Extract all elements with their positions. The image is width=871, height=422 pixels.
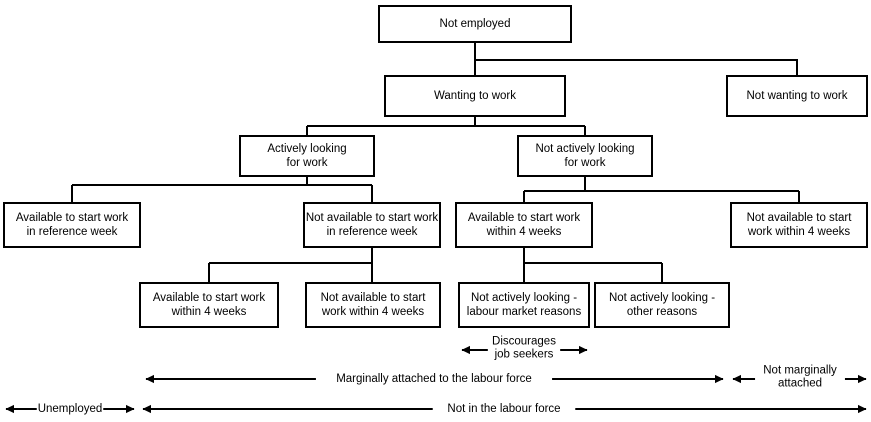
node-label-available-within-4-weeks-right: Available to start work: [468, 212, 581, 224]
node-available-within-4-weeks-left[interactable]: Available to start work within 4 weeks: [139, 282, 279, 328]
node-label-not-available-reference-week: Not available to start work: [306, 212, 439, 224]
node-box-available-within-4-weeks-right: [455, 202, 593, 248]
node-label-not-available-within-4-weeks-right: Not available to start: [747, 212, 853, 224]
node-label-not-actively-looking-other: Not actively looking -: [609, 292, 715, 304]
node-not-available-within-4-weeks-right[interactable]: Not available to start work within 4 week…: [730, 202, 868, 248]
node-box-actively-looking-for-work: [239, 135, 375, 177]
span-label-not-in-the-labour-force: Not in the labour force: [447, 403, 560, 415]
connector-not-available-ref-week-to-children: [208, 247, 373, 283]
connector-not-actively-looking-to-children: [523, 176, 800, 203]
node-label-actively-looking-for-work: for work: [287, 157, 328, 169]
connector-lines-group: [71, 42, 800, 283]
node-label-not-employed: Not employed: [440, 18, 511, 30]
span-label-unemployed: Unemployed: [38, 403, 103, 415]
node-label-not-available-within-4-weeks-left: Not available to start: [321, 292, 427, 304]
node-not-available-reference-week[interactable]: Not available to start work in reference …: [303, 202, 441, 248]
node-not-actively-looking-labour-market[interactable]: Not actively looking - labour market reas…: [458, 282, 590, 328]
node-label-not-actively-looking-for-work: Not actively looking: [535, 143, 634, 155]
node-label-not-actively-looking-for-work: for work: [565, 157, 606, 169]
node-not-wanting-to-work[interactable]: Not wanting to work: [726, 75, 868, 117]
node-box-not-employed: [378, 5, 572, 43]
node-available-reference-week[interactable]: Available to start work in reference week: [3, 202, 141, 248]
node-label-not-wanting-to-work: Not wanting to work: [747, 90, 848, 102]
node-box-not-actively-looking-other: [594, 282, 730, 328]
node-label-not-actively-looking-labour-market: labour market reasons: [467, 306, 582, 318]
node-box-available-within-4-weeks-left: [139, 282, 279, 328]
span-label-not-marginally-attached: attached: [778, 378, 822, 390]
node-label-actively-looking-for-work: Actively looking: [267, 143, 346, 155]
node-label-not-available-within-4-weeks-right: work within 4 weeks: [747, 226, 851, 238]
node-box-not-actively-looking-for-work: [517, 135, 653, 177]
span-unemployed: Unemployed: [5, 403, 135, 415]
node-available-within-4-weeks-right[interactable]: Available to start work within 4 weeks: [455, 202, 593, 248]
node-box-not-available-reference-week: [303, 202, 441, 248]
node-box-not-available-within-4-weeks-left: [305, 282, 441, 328]
node-box-available-reference-week: [3, 202, 141, 248]
node-not-actively-looking-for-work[interactable]: Not actively looking for work: [517, 135, 653, 177]
node-label-available-within-4-weeks-left: within 4 weeks: [171, 306, 247, 318]
node-not-available-within-4-weeks-left[interactable]: Not available to start work within 4 week…: [305, 282, 441, 328]
span-marginally-attached: Marginally attached to the labour force: [145, 373, 724, 385]
node-label-not-actively-looking-labour-market: Not actively looking -: [471, 292, 577, 304]
node-label-wanting-to-work: Wanting to work: [434, 90, 516, 102]
node-not-actively-looking-other[interactable]: Not actively looking - other reasons: [594, 282, 730, 328]
span-not-in-the-labour-force: Not in the labour force: [142, 403, 867, 415]
node-label-available-within-4-weeks-left: Available to start work: [153, 292, 266, 304]
node-box-not-available-within-4-weeks-right: [730, 202, 868, 248]
node-box-not-actively-looking-labour-market: [458, 282, 590, 328]
node-box-wanting-to-work: [384, 75, 566, 117]
node-label-available-reference-week: in reference week: [27, 226, 118, 238]
span-label-discourages-job-seekers: job seekers: [494, 349, 554, 361]
node-box-not-wanting-to-work: [726, 75, 868, 117]
span-label-not-marginally-attached: Not marginally: [763, 365, 837, 377]
node-label-not-available-reference-week: in reference week: [327, 226, 418, 238]
node-label-available-reference-week: Available to start work: [16, 212, 129, 224]
span-label-marginally-attached: Marginally attached to the labour force: [336, 373, 532, 385]
connector-wanting-to-children: [306, 116, 586, 136]
connector-actively-looking-to-children: [71, 176, 373, 203]
node-actively-looking-for-work[interactable]: Actively looking for work: [239, 135, 375, 177]
node-label-not-actively-looking-other: other reasons: [627, 306, 698, 318]
node-not-employed[interactable]: Not employed: [378, 5, 572, 43]
node-label-not-available-within-4-weeks-left: work within 4 weeks: [321, 306, 425, 318]
connector-wanting-split-bar: [475, 59, 798, 76]
connector-available-4wk-right-to-children: [523, 247, 663, 283]
span-label-discourages-job-seekers: Discourages: [492, 336, 556, 348]
node-label-available-within-4-weeks-right: within 4 weeks: [486, 226, 562, 238]
node-wanting-to-work[interactable]: Wanting to work: [384, 75, 566, 117]
